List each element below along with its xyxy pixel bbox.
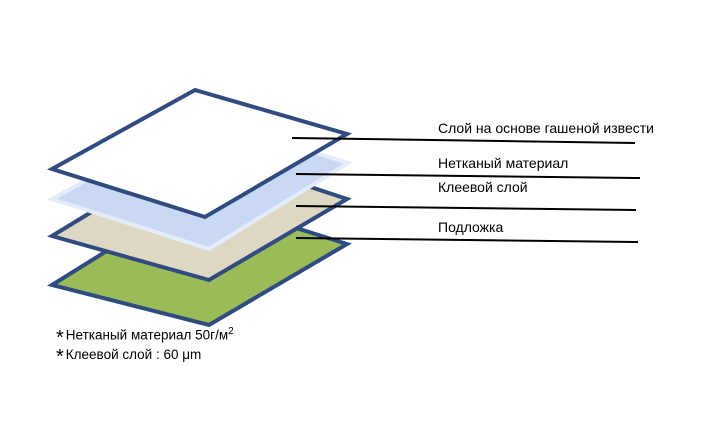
leader-line-substrate	[295, 237, 639, 243]
note-material-text: Нетканый материал 50г/м	[65, 327, 229, 343]
note-material: *Нетканый материал 50г/м2	[56, 326, 234, 350]
leader-line-nonwoven	[295, 173, 641, 179]
label-lime-layer: Слой на основе гашеной извести	[438, 120, 654, 136]
label-adhesive: Клеевой слой	[438, 179, 528, 195]
asterisk-icon: *	[56, 326, 64, 349]
label-nonwoven: Нетканый материал	[438, 155, 569, 171]
leader-line-lime	[291, 137, 636, 144]
asterisk-icon: *	[56, 346, 64, 368]
note-adhesive: *Клеевой слой : 60 μm	[56, 346, 201, 369]
leader-line-adhesive	[295, 205, 637, 211]
note-adhesive-text: Клеевой слой : 60 μm	[65, 347, 202, 362]
label-substrate: Подложка	[438, 219, 504, 235]
lime-layer	[46, 87, 353, 220]
note-material-sup: 2	[228, 326, 234, 337]
